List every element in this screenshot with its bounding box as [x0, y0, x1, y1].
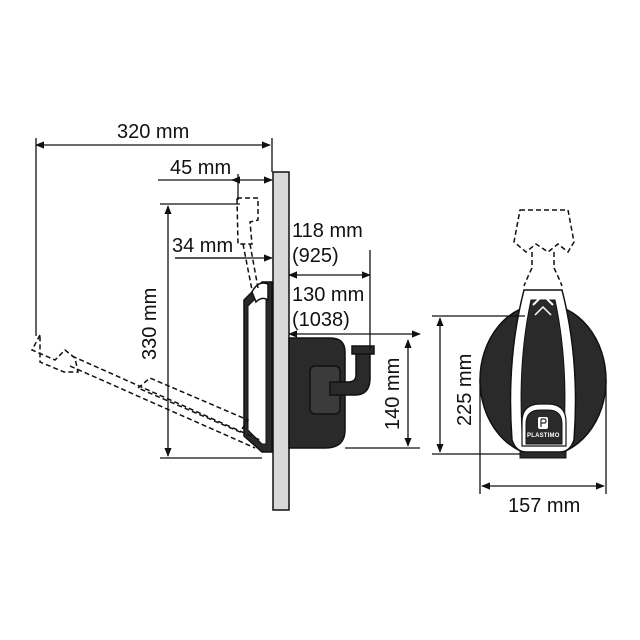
handle-lowered-dashed [30, 334, 261, 449]
dim-45 [158, 174, 273, 200]
brand-logo-text: PLASTIMO [527, 433, 560, 439]
bulkhead-wall [272, 171, 290, 511]
label-225-mm: 225 mm [454, 353, 476, 426]
label-157-mm: 157 mm [508, 495, 581, 517]
pump-front-view [479, 209, 607, 459]
label-45-mm: 45 mm [170, 157, 232, 179]
handle-upright-dashed [236, 197, 259, 291]
handle-front-dashed [513, 209, 575, 287]
dim-225 [432, 315, 525, 455]
label-1038: (1038) [292, 309, 350, 331]
label-130-mm: 130 mm [292, 284, 365, 306]
label-330-mm: 330 mm [139, 287, 161, 360]
dim-157 [479, 380, 607, 494]
dim-330 [160, 203, 262, 459]
dim-320 [35, 138, 273, 336]
label-925: (925) [292, 245, 339, 267]
label-118-mm: 118 mm [292, 220, 363, 242]
dim-140 [345, 339, 420, 449]
label-140-mm: 140 mm [382, 357, 404, 430]
pump-body-side [288, 337, 375, 449]
mounting-plate-side [243, 281, 273, 453]
label-34-mm: 34 mm [172, 235, 234, 257]
label-320-mm: 320 mm [117, 121, 190, 143]
